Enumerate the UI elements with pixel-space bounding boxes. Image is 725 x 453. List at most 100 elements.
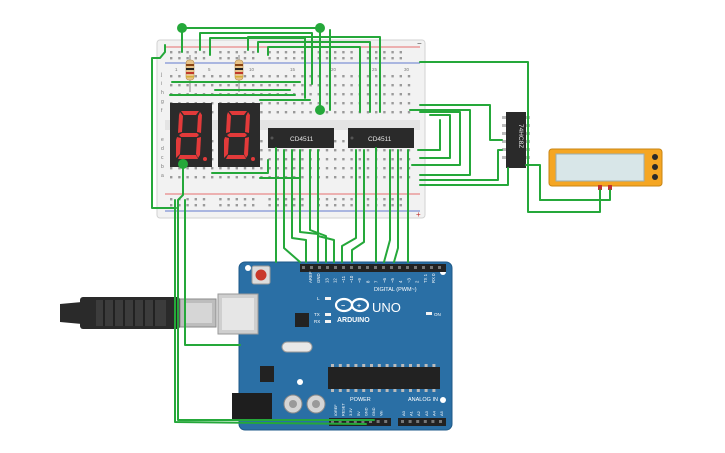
wire[interactable] [525,164,541,201]
header-pin[interactable] [401,420,404,423]
wire[interactable] [299,149,319,263]
breadboard-hole [342,158,345,161]
rail-plus-label: + [416,210,421,219]
usb-cable[interactable] [60,297,217,329]
wire[interactable] [177,163,375,421]
header-pin[interactable] [438,266,441,269]
wire[interactable] [419,114,451,159]
header-pin[interactable] [318,266,321,269]
wire[interactable] [291,149,307,263]
wire[interactable] [539,189,611,201]
header-pin[interactable] [358,266,361,269]
header-pin[interactable] [382,266,385,269]
header-pin[interactable] [439,420,442,423]
lcd-module[interactable] [548,148,663,190]
header-pin[interactable] [331,420,334,423]
breadboard-hole [325,93,329,96]
column-number: 20 [331,67,337,72]
wire[interactable] [283,149,301,263]
wire[interactable] [184,199,241,346]
segments [176,111,207,161]
chip-pin [377,389,381,392]
wire[interactable] [417,119,441,151]
header-pin[interactable] [398,266,401,269]
arduino-model: UNO [372,300,401,315]
header-pin[interactable] [334,266,337,269]
wire[interactable] [317,149,335,263]
wire[interactable] [419,149,503,181]
header-pin[interactable] [310,266,313,269]
seven-segment-display-1[interactable] [170,103,212,167]
header-pin[interactable] [326,266,329,269]
resistor-2[interactable] [234,55,244,92]
wire[interactable] [247,36,381,113]
wire[interactable] [267,46,361,113]
voltage-regulator [260,366,274,382]
header-pin[interactable] [361,420,365,423]
breadboard-hole [211,102,214,105]
column-number: 10 [249,67,255,72]
breadboard-hole [358,167,361,170]
rail-hole [219,204,222,207]
header-pin[interactable] [406,266,409,269]
rail-hole [276,204,279,207]
wire[interactable] [151,44,177,209]
wire[interactable] [174,199,367,425]
header-pin[interactable] [416,420,420,423]
usb-controller-chip [295,313,309,327]
rail-hole [268,51,271,54]
wires[interactable] [151,27,611,425]
header-pin[interactable] [302,266,305,269]
wire[interactable] [419,167,509,186]
header-pin[interactable] [390,266,393,269]
wire[interactable] [199,32,313,85]
reset-button[interactable] [255,269,267,281]
decoder-chip-right[interactable]: CD4511 [348,128,414,148]
header-pin[interactable] [414,266,417,269]
wire[interactable] [257,41,371,113]
wire[interactable] [211,159,269,174]
header-pin[interactable] [350,266,353,269]
header-pin[interactable] [366,266,369,269]
breadboard-hole [284,84,288,87]
digital-pin-label: GND [316,273,321,283]
header-pin[interactable] [384,420,388,423]
resistor-band [235,76,243,78]
header-pin[interactable] [431,420,435,423]
seven-segment-display-2[interactable] [218,103,260,167]
header-pin[interactable] [346,420,350,423]
wire[interactable] [383,149,391,263]
breadboard-hole [227,84,230,87]
decoder-chip-left[interactable]: CD4511 [268,128,334,148]
breadboard-hole [350,84,353,87]
counter-chip[interactable]: 74HC8Z [502,112,530,168]
header-pin[interactable] [376,420,380,423]
header-pin[interactable] [408,420,412,423]
led-label: RX [314,319,320,324]
header-pin[interactable] [374,266,377,269]
wire[interactable] [409,109,471,176]
wire[interactable] [393,149,399,263]
breadboard-hole [366,176,370,179]
wire[interactable] [411,111,461,166]
breadboard-hole [366,93,370,96]
header-pin[interactable] [369,420,372,423]
header-pin[interactable] [423,420,427,423]
wire[interactable] [419,61,601,213]
header-pin[interactable] [338,420,342,423]
breadboard-hole [334,167,337,170]
wire-junctions [177,23,325,169]
wire[interactable] [419,104,503,141]
header-pin[interactable] [422,266,425,269]
header-pin[interactable] [353,420,357,423]
rail-hole [170,51,173,54]
resistor-1[interactable] [185,55,195,92]
header-pin[interactable] [430,266,433,269]
wire[interactable] [351,149,365,263]
minus-glyph: − [341,303,345,310]
header-pin[interactable] [342,266,345,269]
wire[interactable] [341,149,357,263]
